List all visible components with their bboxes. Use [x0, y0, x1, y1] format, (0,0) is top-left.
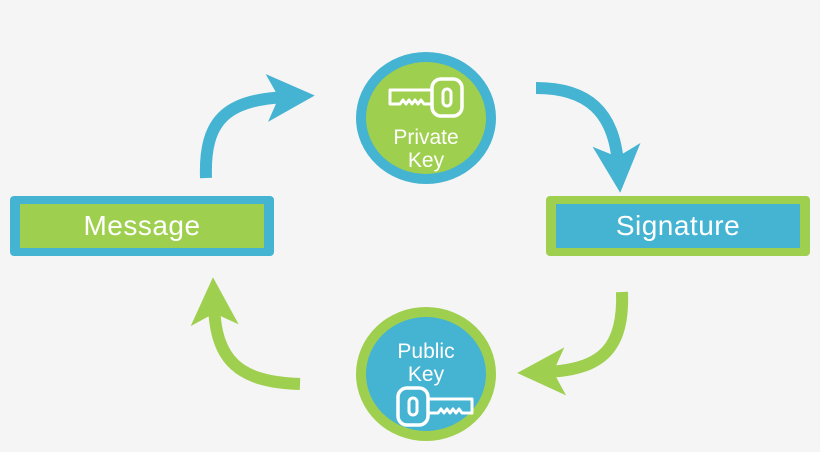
private-key-node: Private Key [356, 52, 496, 184]
public-key-label: Public Key [366, 340, 486, 386]
key-icon [396, 386, 474, 427]
private-key-label-line1: Private [393, 126, 459, 149]
private-key-label-line2: Key [407, 149, 445, 172]
message-node: Message [10, 196, 274, 256]
arrow-signature-to-public-key [517, 291, 629, 396]
signature-node-inner: Signature [556, 204, 800, 248]
public-key-label-line2: Key [407, 363, 445, 386]
message-label: Message [83, 210, 201, 241]
message-node-inner: Message [20, 204, 264, 248]
private-key-node-inner: Private Key [366, 62, 486, 174]
private-key-label: Private Key [366, 126, 486, 172]
arrow-private-key-to-signature [535, 82, 641, 193]
public-key-label-line1: Public [397, 340, 455, 363]
signature-node: Signature [546, 196, 810, 256]
key-icon [388, 77, 464, 118]
signature-label: Signature [615, 210, 741, 241]
arrow-message-to-private-key [199, 73, 315, 179]
public-key-node: Public Key [356, 307, 496, 441]
public-key-node-inner: Public Key [366, 317, 486, 431]
arrow-public-key-to-message [190, 277, 301, 390]
